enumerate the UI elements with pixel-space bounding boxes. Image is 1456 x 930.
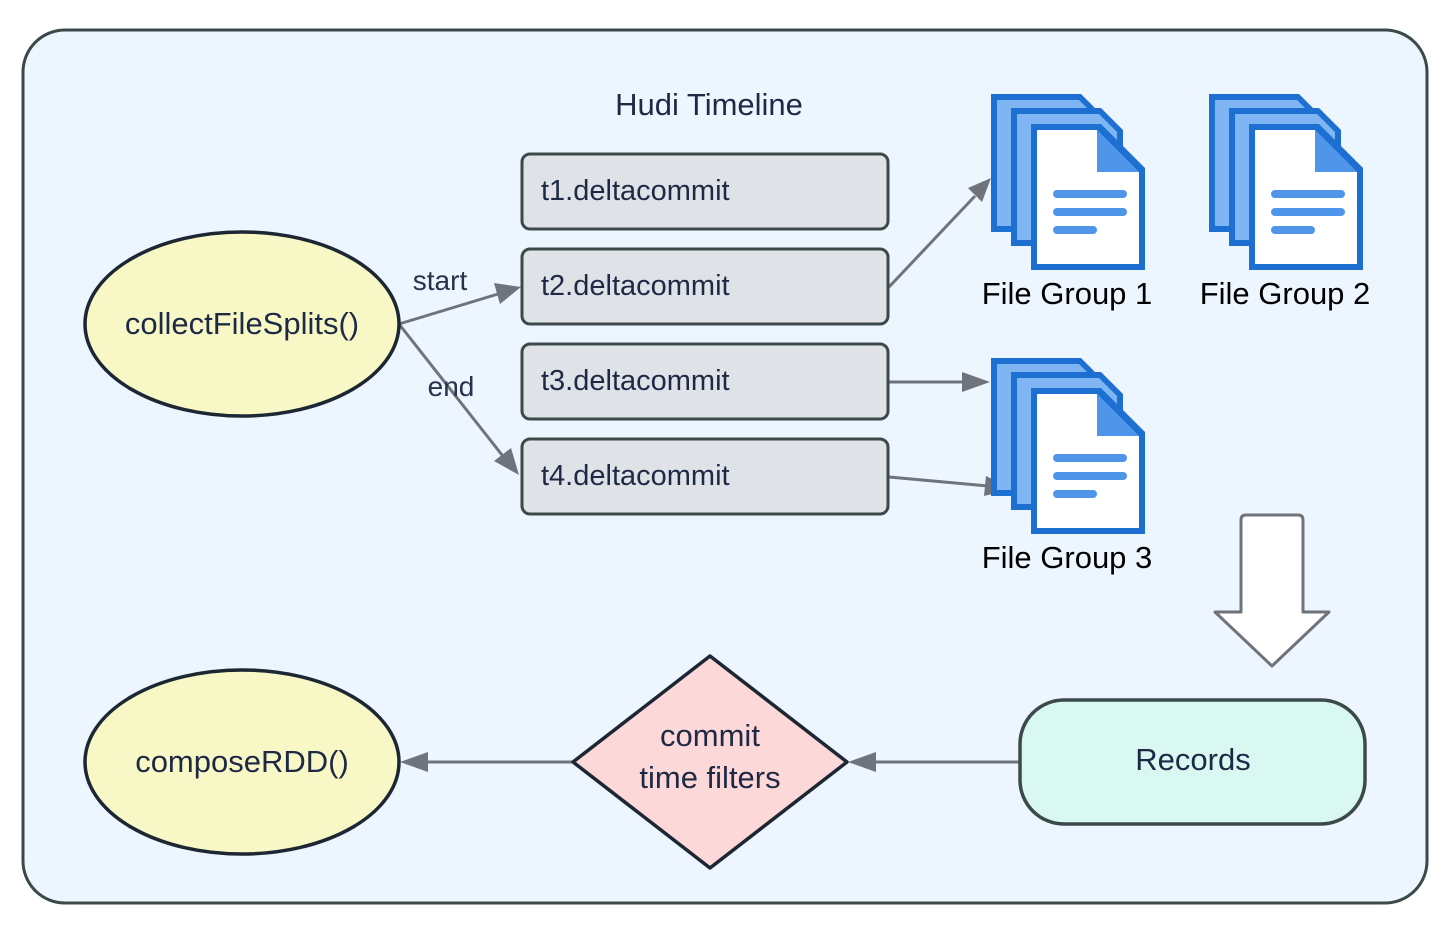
edge-label-start: start [413, 265, 468, 296]
arrowhead-t2-fg1 [968, 178, 991, 202]
file-group-label: File Group 3 [982, 540, 1153, 575]
commit-box: t4.deltacommit [520, 437, 890, 516]
file-group-label: File Group 2 [1200, 276, 1371, 311]
commit-box: t1.deltacommit [520, 152, 890, 231]
commit-label: t4.deltacommit [541, 460, 730, 492]
down-arrow-icon [1213, 513, 1331, 668]
commit-list: t1.deltacommit t2.deltacommit t3.deltaco… [520, 152, 890, 516]
arrowhead-filter-compose [400, 752, 428, 772]
collect-file-splits-label: collectFileSplits() [125, 306, 359, 341]
edge-t4-fg3 [888, 475, 989, 488]
records-node: Records [1018, 698, 1367, 826]
commit-label: t2.deltacommit [541, 270, 730, 302]
edge-end [397, 323, 504, 456]
timeline-title: Hudi Timeline [615, 87, 803, 122]
edge-t2-fg1 [887, 194, 977, 289]
commit-label: t3.deltacommit [541, 365, 730, 397]
arrowhead-end [494, 448, 519, 475]
arrowhead-start [494, 283, 521, 304]
filter-label-line1: commit [660, 718, 760, 753]
edge-label-end: end [428, 371, 475, 402]
commit-time-filter-node: commit time filters [571, 654, 849, 870]
file-group-label: File Group 1 [982, 276, 1153, 311]
commit-box: t2.deltacommit [520, 247, 890, 326]
file-group-1: File Group 1 [982, 94, 1153, 311]
arrowhead-t3-fg3 [962, 372, 990, 392]
collect-file-splits-node: collectFileSplits() [83, 230, 401, 418]
edge-start [398, 292, 499, 326]
compose-rdd-node: composeRDD() [83, 668, 401, 856]
file-group-3: File Group 3 [982, 358, 1153, 575]
arrowhead-records-filter [848, 752, 876, 772]
commit-box: t3.deltacommit [520, 342, 890, 421]
records-label: Records [1135, 742, 1250, 777]
file-group-2: File Group 2 [1200, 94, 1371, 311]
commit-label: t1.deltacommit [541, 175, 730, 207]
filter-label-line2: time filters [639, 760, 780, 795]
compose-rdd-label: composeRDD() [135, 744, 349, 779]
